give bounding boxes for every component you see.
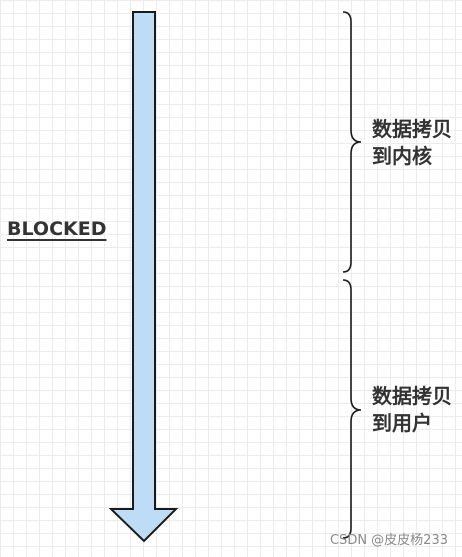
timeline-arrow: [108, 11, 179, 543]
blocked-label: BLOCKED: [7, 218, 107, 240]
phase-label-line: 数据拷贝: [372, 384, 452, 408]
phase-label-copy-to-user: 数据拷贝 到用户: [372, 383, 452, 437]
phase-label-copy-to-kernel: 数据拷贝 到内核: [372, 116, 452, 170]
phase-label-line: 数据拷贝: [372, 117, 452, 141]
watermark: CSDN @皮皮杨233: [329, 533, 448, 548]
phase-label-line: 到用户: [372, 411, 432, 435]
brace-copy-to-user: [342, 279, 362, 539]
brace-copy-to-kernel: [342, 11, 362, 273]
phase-label-line: 到内核: [372, 144, 432, 168]
